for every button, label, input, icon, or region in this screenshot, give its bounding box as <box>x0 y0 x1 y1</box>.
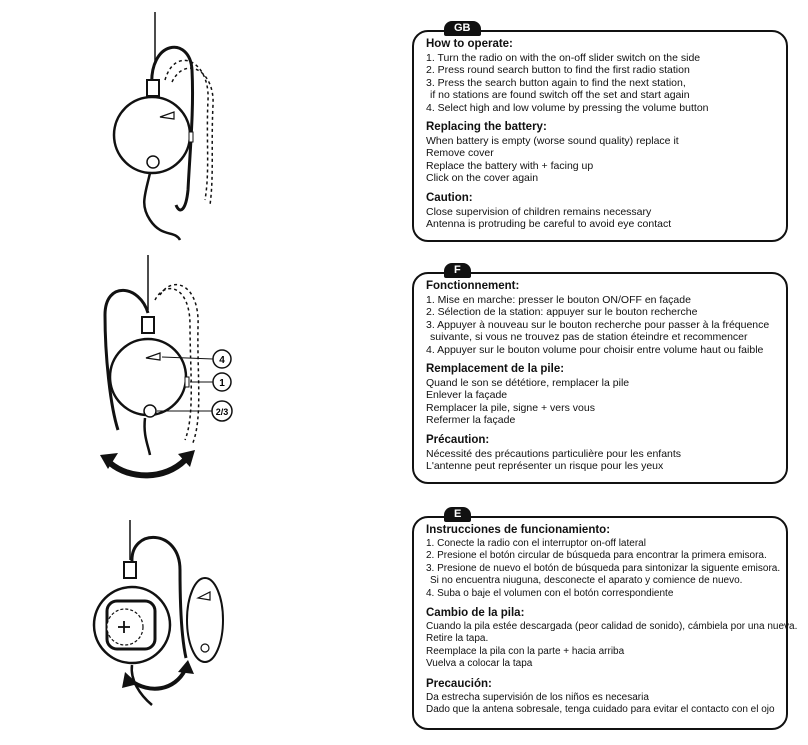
instruction-line: Retire la tapa. <box>426 633 489 645</box>
instruction-line: Remove cover <box>426 147 494 160</box>
instructions-panel-e: E Instrucciones de funcionamiento: 1. Co… <box>412 507 798 730</box>
callout-switch: 1 <box>219 378 225 389</box>
radio-controls-illustration: 4 1 2/3 <box>0 255 300 490</box>
instruction-line: Antenna is protruding be careful to avoi… <box>426 218 672 231</box>
instruction-line: 4. Suba o baje el volumen con el botón c… <box>426 587 674 599</box>
language-tab-e: E <box>444 507 472 522</box>
instruction-line: 3. Presione de nuevo el botón de búsqued… <box>426 562 781 574</box>
instruction-line: if no stations are found switch off the … <box>430 89 690 102</box>
instruction-line: Dado que la antena sobresale, tenga cuid… <box>426 704 775 716</box>
instruction-line: 4. Appuyer sur le bouton volume pour cho… <box>426 343 764 356</box>
callout-search: 2/3 <box>216 407 229 417</box>
instruction-line: Si no encuentra niuguna, desconecte el a… <box>430 575 743 587</box>
instruction-line: Cuando la pila estée descargada (peor ca… <box>426 621 798 633</box>
instruction-line: 4. Select high and low volume by pressin… <box>426 101 709 114</box>
instruction-line: Close supervision of children remains ne… <box>426 205 652 218</box>
instruction-line: Da estrecha supervisión de los niños es … <box>426 691 649 703</box>
instruction-line: 3. Appuyer à nouveau sur le bouton reche… <box>426 318 770 331</box>
language-tab-gb: GB <box>444 21 481 36</box>
callout-volume: 4 <box>219 355 225 366</box>
instruction-line: Reemplace la pila con la parte + hacia a… <box>426 645 625 657</box>
section-title-battery: Remplacement de la pile: <box>426 363 565 376</box>
instruction-line: Refermer la façade <box>426 414 516 427</box>
instruction-line: 2. Press round search button to find the… <box>426 64 690 77</box>
instruction-line: Nécessité des précautions particulière p… <box>426 447 682 460</box>
instruction-line: 1. Turn the radio on with the on-off sli… <box>426 52 701 64</box>
instruction-line: Replace the battery with + facing up <box>426 159 594 172</box>
instruction-line: Click on the cover again <box>426 172 539 185</box>
instruction-line: 2. Sélection de la station: appuyer sur … <box>426 306 698 319</box>
radio-earhook-illustration <box>0 0 300 250</box>
instruction-line: Enlever la façade <box>426 389 508 402</box>
instruction-line: 3. Press the search button again to find… <box>426 76 686 89</box>
section-title-battery: Replacing the battery: <box>426 121 547 134</box>
section-title-caution: Caution: <box>426 191 473 204</box>
instructions-panel-gb: GB How to operate: 1. Turn the radio on … <box>412 21 788 242</box>
section-title-operate: How to operate: <box>426 38 513 50</box>
instruction-line: Vuelva a colocar la tapa <box>426 658 533 670</box>
section-title-caution: Précaution: <box>426 433 490 446</box>
battery-replacement-illustration <box>0 500 300 720</box>
section-title-operate: Fonctionnement: <box>426 280 520 292</box>
section-title-operate: Instrucciones de funcionamiento: <box>426 524 611 536</box>
instruction-line: When battery is empty (worse sound quali… <box>426 135 679 148</box>
section-title-battery: Cambio de la pila: <box>426 607 525 620</box>
instruction-line: Quand le son se dététiore, remplacer la … <box>426 377 630 390</box>
instruction-line: L'antenne peut représenter un risque pou… <box>426 460 664 473</box>
instructions-panel-f: F Fonctionnement: 1. Mise en marche: pre… <box>412 263 788 484</box>
instruction-line: 1. Conecte la radio con el interruptor o… <box>426 538 646 549</box>
section-title-caution: Precaución: <box>426 677 492 690</box>
instruction-line: 1. Mise en marche: presser le bouton ON/… <box>426 294 691 306</box>
instruction-line: suivante, si vous ne trouvez pas de stat… <box>430 331 748 344</box>
language-tab-f: F <box>444 263 471 278</box>
instruction-line: Remplacer la pile, signe + vers vous <box>426 401 595 414</box>
instruction-line: 2. Presione el botón circular de búsqued… <box>426 550 767 562</box>
